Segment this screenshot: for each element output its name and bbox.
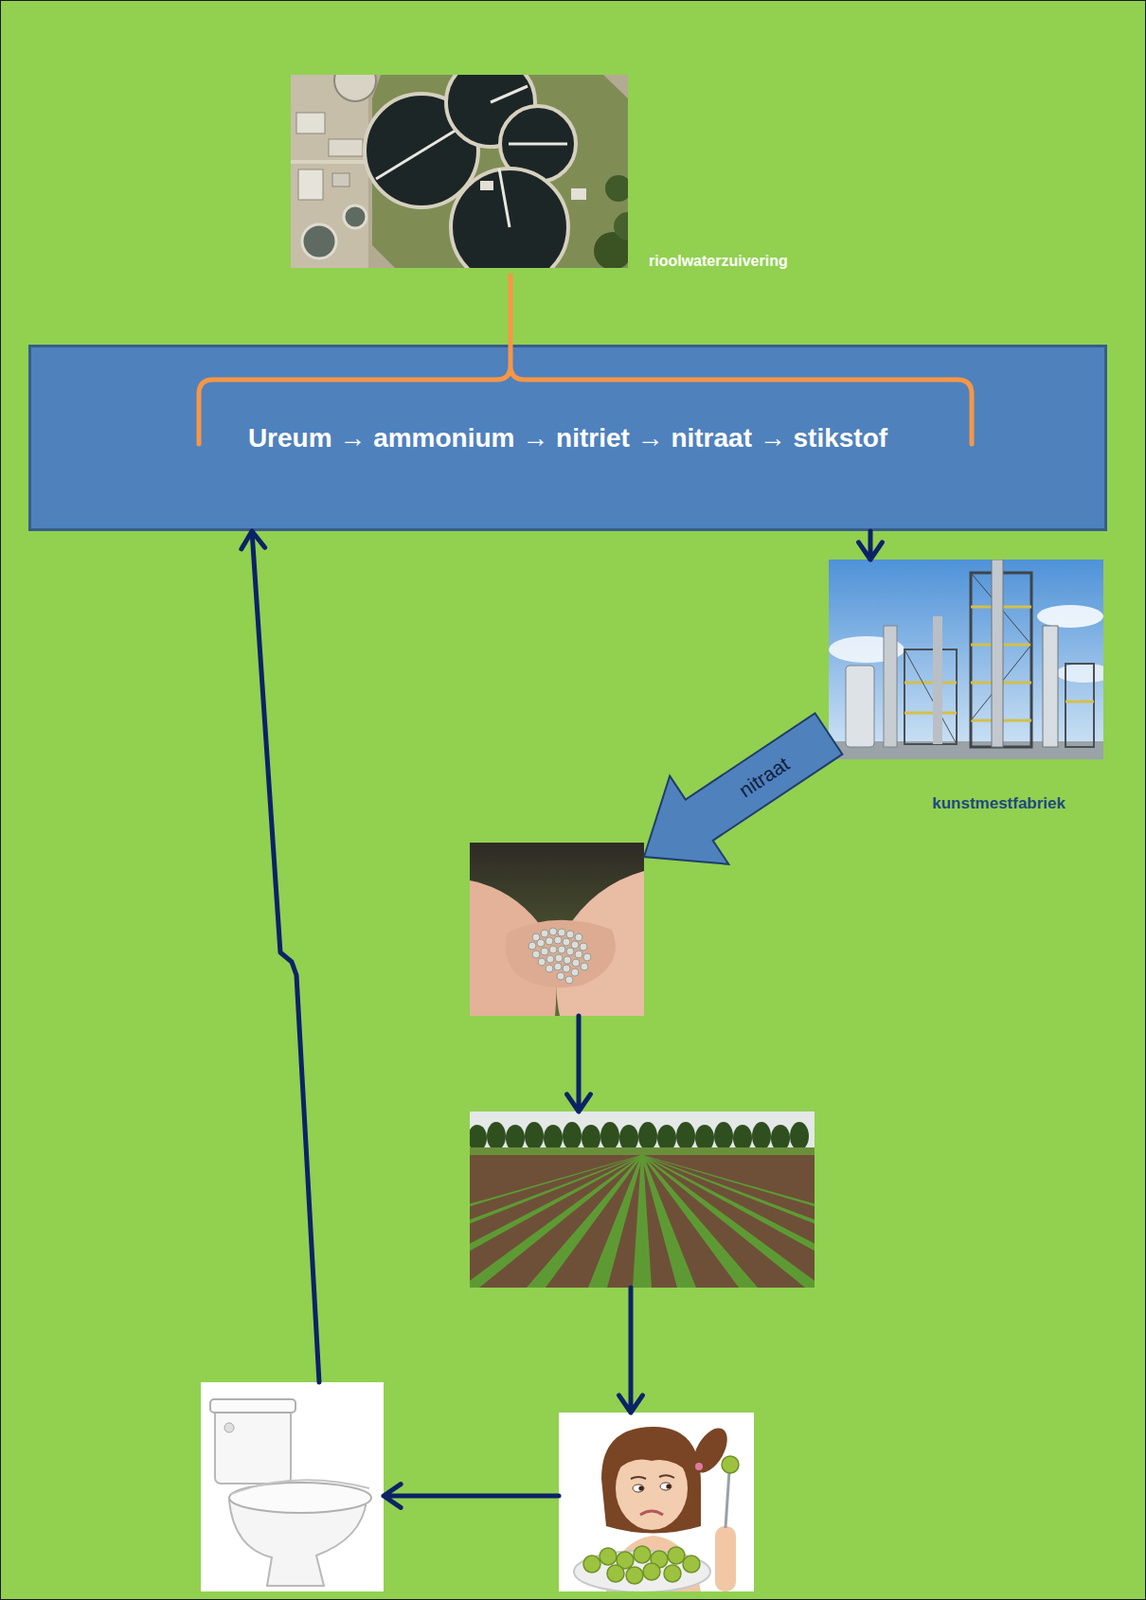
- factory-caption: kunstmestfabriek: [931, 794, 1066, 814]
- factory-node: kunstmestfabriek: [828, 559, 1104, 816]
- flow-arrow: [383, 1485, 559, 1509]
- plant-node: rioolwaterzuivering: [290, 74, 822, 274]
- bracket-connector: [198, 275, 972, 445]
- field-node: [469, 1111, 815, 1289]
- flow-arrow: [619, 1288, 644, 1414]
- flow-arrow: [859, 531, 883, 560]
- process-chain: Ureum → ammonium → nitriet → nitraat → s…: [248, 422, 888, 455]
- fertilizer-photo: [469, 842, 645, 1017]
- consumer-node: [558, 1413, 754, 1593]
- toilet-node: [200, 1382, 384, 1593]
- flow-arrow: [241, 531, 320, 1383]
- treatment-plant-photo: [290, 74, 628, 269]
- process-band: Ureum → ammonium → nitriet → nitraat → s…: [28, 344, 1108, 532]
- edge-label-holder: nitraat: [734, 752, 794, 802]
- child-photo: [558, 1413, 754, 1593]
- flow-arrow: [567, 1016, 591, 1112]
- plant-caption: rioolwaterzuivering: [648, 251, 788, 270]
- block-arrow: [644, 713, 842, 864]
- field-photo: [469, 1111, 815, 1289]
- fertilizer-node: [469, 842, 645, 1017]
- toilet-photo: [200, 1382, 384, 1593]
- factory-photo: [828, 559, 1104, 760]
- edge-label: nitraat: [734, 752, 793, 802]
